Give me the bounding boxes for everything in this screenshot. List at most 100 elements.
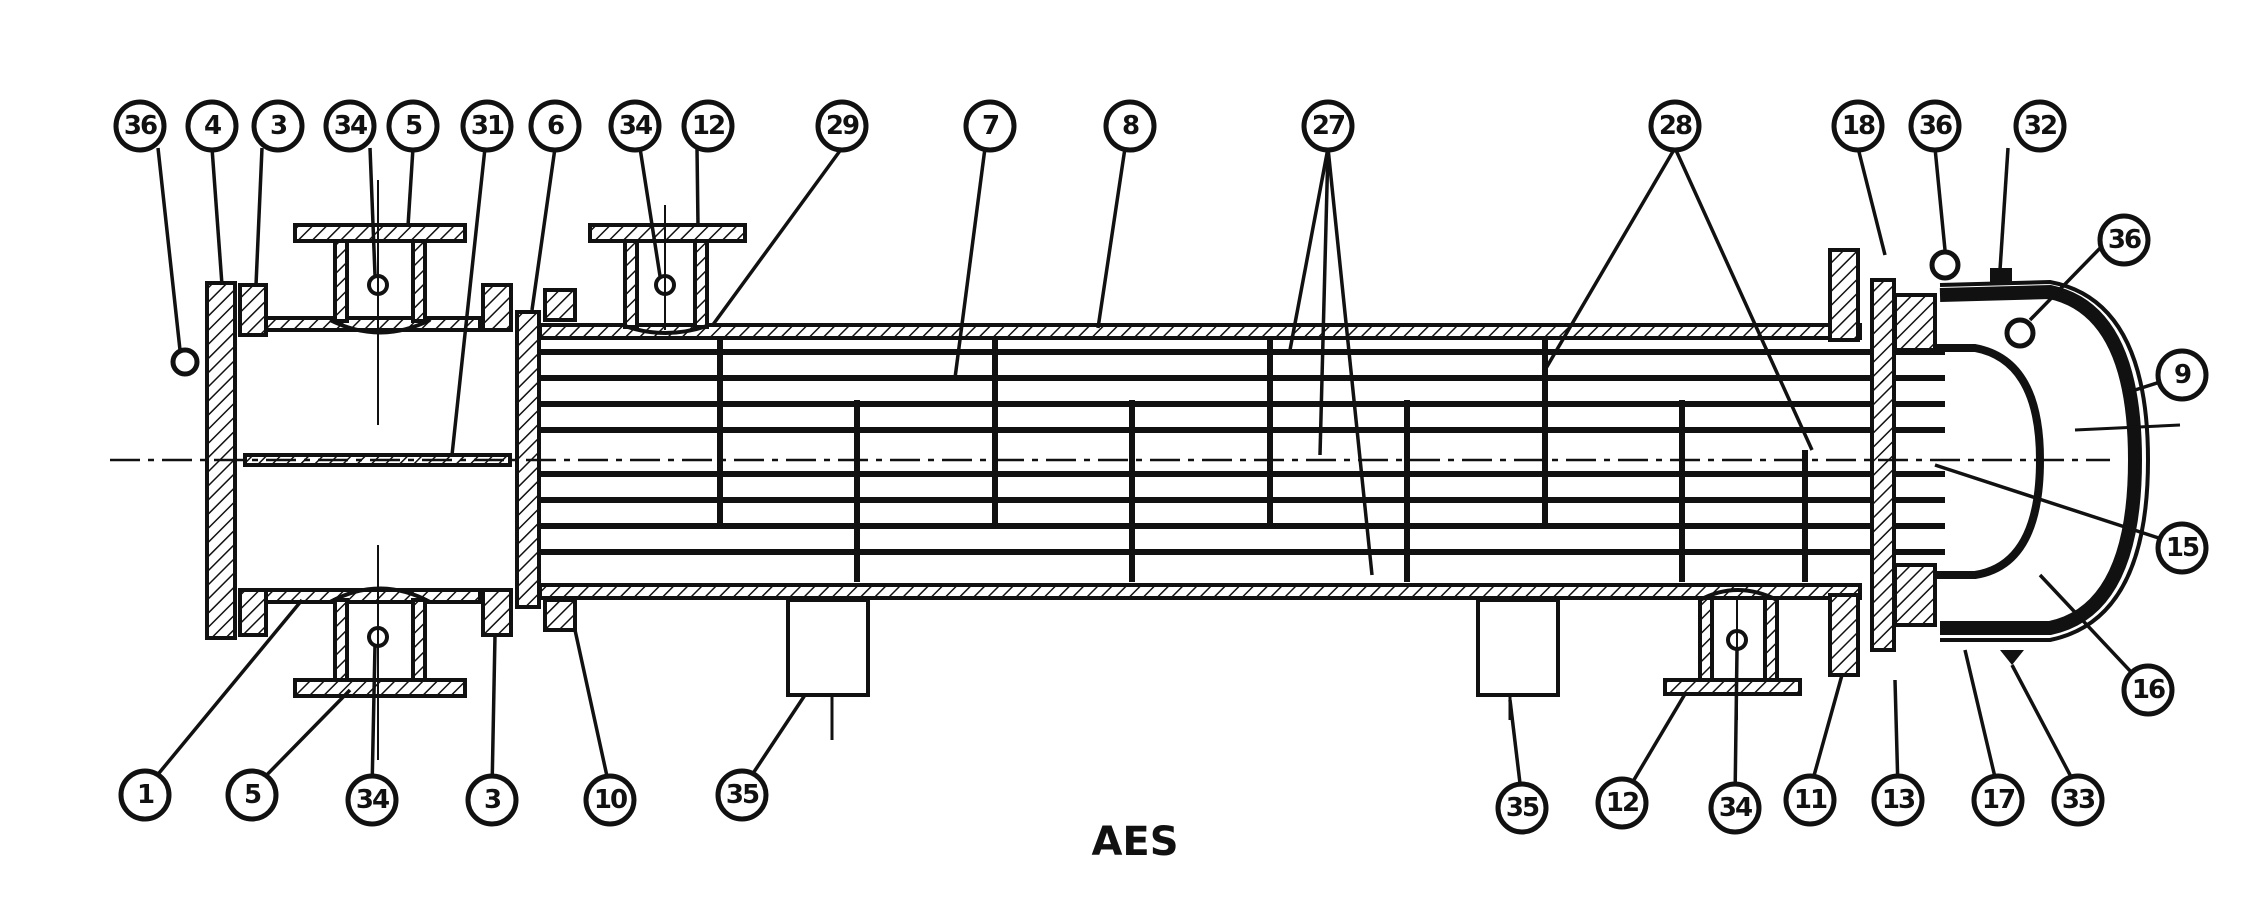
channel-top-nozzle (293, 180, 467, 425)
callout-label: 31 (471, 111, 504, 141)
saddle-support-right (1476, 598, 1560, 720)
callout-label: 5 (405, 111, 422, 141)
tubes (540, 349, 1945, 555)
callout-label: 13 (1882, 785, 1915, 815)
callout-label: 34 (619, 111, 652, 141)
shell-flange-left-top (543, 288, 577, 322)
callout-10: 10 (583, 773, 637, 827)
channel-flange-left-bottom (238, 588, 268, 637)
channel-flange-right-bottom (481, 588, 513, 637)
callout-3-top: 3 (251, 99, 305, 153)
callout-label: 36 (124, 111, 157, 141)
callout-label: 36 (1919, 111, 1952, 141)
callout-label: 34 (356, 785, 389, 815)
callout-31: 31 (460, 99, 514, 153)
callout-36-top: 36 (1908, 99, 1962, 153)
callout-label: 33 (2062, 785, 2095, 815)
callout-6: 6 (528, 99, 582, 153)
shell-flange-right-bottom (1828, 593, 1860, 677)
lifting-lug-left (170, 347, 200, 377)
callout-13: 13 (1871, 773, 1925, 827)
callout-label: 34 (1719, 793, 1752, 823)
callout-34-bottom-right: 34 (1708, 781, 1762, 835)
callout-label: 4 (204, 111, 221, 141)
shell-top-nozzle (588, 205, 747, 335)
shell-flange-left-bottom (543, 598, 577, 632)
callout-label: 29 (826, 111, 859, 141)
callout-label: 8 (1122, 111, 1139, 141)
callout-label: 10 (594, 785, 627, 815)
callout-35-left: 35 (715, 768, 769, 822)
floating-head-assembly (1929, 249, 2181, 665)
callout-label: 35 (726, 780, 759, 810)
callout-17: 17 (1971, 773, 2025, 827)
callout-label: 15 (2166, 533, 2199, 563)
callout-8: 8 (1103, 99, 1157, 153)
callout-label: 34 (334, 111, 367, 141)
callout-16: 16 (2121, 663, 2175, 717)
floating-tubesheet (1870, 278, 1896, 652)
callout-27: 27 (1301, 99, 1355, 153)
callout-12-bottom: 12 (1595, 776, 1649, 830)
channel-shell-top (264, 316, 482, 332)
diagram-title: AES (1091, 819, 1178, 865)
callout-34-bottom-left: 34 (345, 773, 399, 827)
callout-29: 29 (815, 99, 869, 153)
callout-12-top: 12 (681, 99, 735, 153)
callout-32: 32 (2013, 99, 2067, 153)
callout-3-bottom: 3 (465, 773, 519, 827)
baffles (717, 340, 1808, 582)
callout-1: 1 (118, 768, 172, 822)
callout-label: 28 (1659, 111, 1692, 141)
channel-flange-right-top (481, 283, 513, 332)
callout-9: 9 (2155, 348, 2209, 402)
callout-36-right: 36 (2097, 213, 2151, 267)
callout-5-bottom: 5 (225, 768, 279, 822)
channel-assembly (170, 180, 513, 760)
callout-label: 16 (2132, 675, 2165, 705)
vent-connection (1990, 268, 2012, 284)
callout-label: 18 (1842, 111, 1875, 141)
callout-label: 35 (1506, 793, 1539, 823)
callout-label: 12 (1606, 788, 1638, 818)
split-ring-bottom (1893, 563, 1937, 627)
callout-label: 3 (270, 111, 287, 141)
shell-top-wall (538, 323, 1862, 340)
callout-18: 18 (1831, 99, 1885, 153)
callout-34-top-left: 34 (323, 99, 377, 153)
callout-label: 9 (2174, 360, 2191, 390)
callout-11: 11 (1783, 773, 1837, 827)
callout-4: 4 (185, 99, 239, 153)
lifting-lug-top (1929, 249, 1961, 281)
callout-5-top: 5 (386, 99, 440, 153)
callout-label: 1 (137, 780, 154, 810)
leader-lines (143, 146, 2183, 801)
shell-bottom-nozzle (1663, 588, 1802, 720)
callout-15: 15 (2155, 521, 2209, 575)
callout-label: 36 (2108, 225, 2141, 255)
callout-35-right: 35 (1495, 781, 1549, 835)
callout-33: 33 (2051, 773, 2105, 827)
callout-label: 32 (2024, 111, 2056, 141)
callout-28: 28 (1648, 99, 1702, 153)
callout-label: 6 (547, 111, 564, 141)
callout-label: 7 (982, 111, 999, 141)
callout-label: 27 (1312, 111, 1345, 141)
callout-7: 7 (963, 99, 1017, 153)
callout-label: 11 (1794, 785, 1827, 815)
drain-connection (2000, 650, 2024, 665)
channel-flange-left (238, 283, 268, 337)
callout-36-left: 36 (113, 99, 167, 153)
callout-label: 17 (1982, 785, 2015, 815)
channel-bottom-nozzle (293, 545, 467, 760)
callout-label: 12 (692, 111, 724, 141)
callout-label: 5 (244, 780, 261, 810)
lifting-lug-right (2004, 317, 2036, 349)
callout-label: 3 (484, 785, 501, 815)
callout-34-top-mid: 34 (608, 99, 662, 153)
shell-flange-right (1828, 248, 1860, 342)
tube-bundle (540, 278, 1945, 652)
channel-shell-bottom (264, 588, 482, 604)
saddle-support-left (786, 598, 870, 740)
